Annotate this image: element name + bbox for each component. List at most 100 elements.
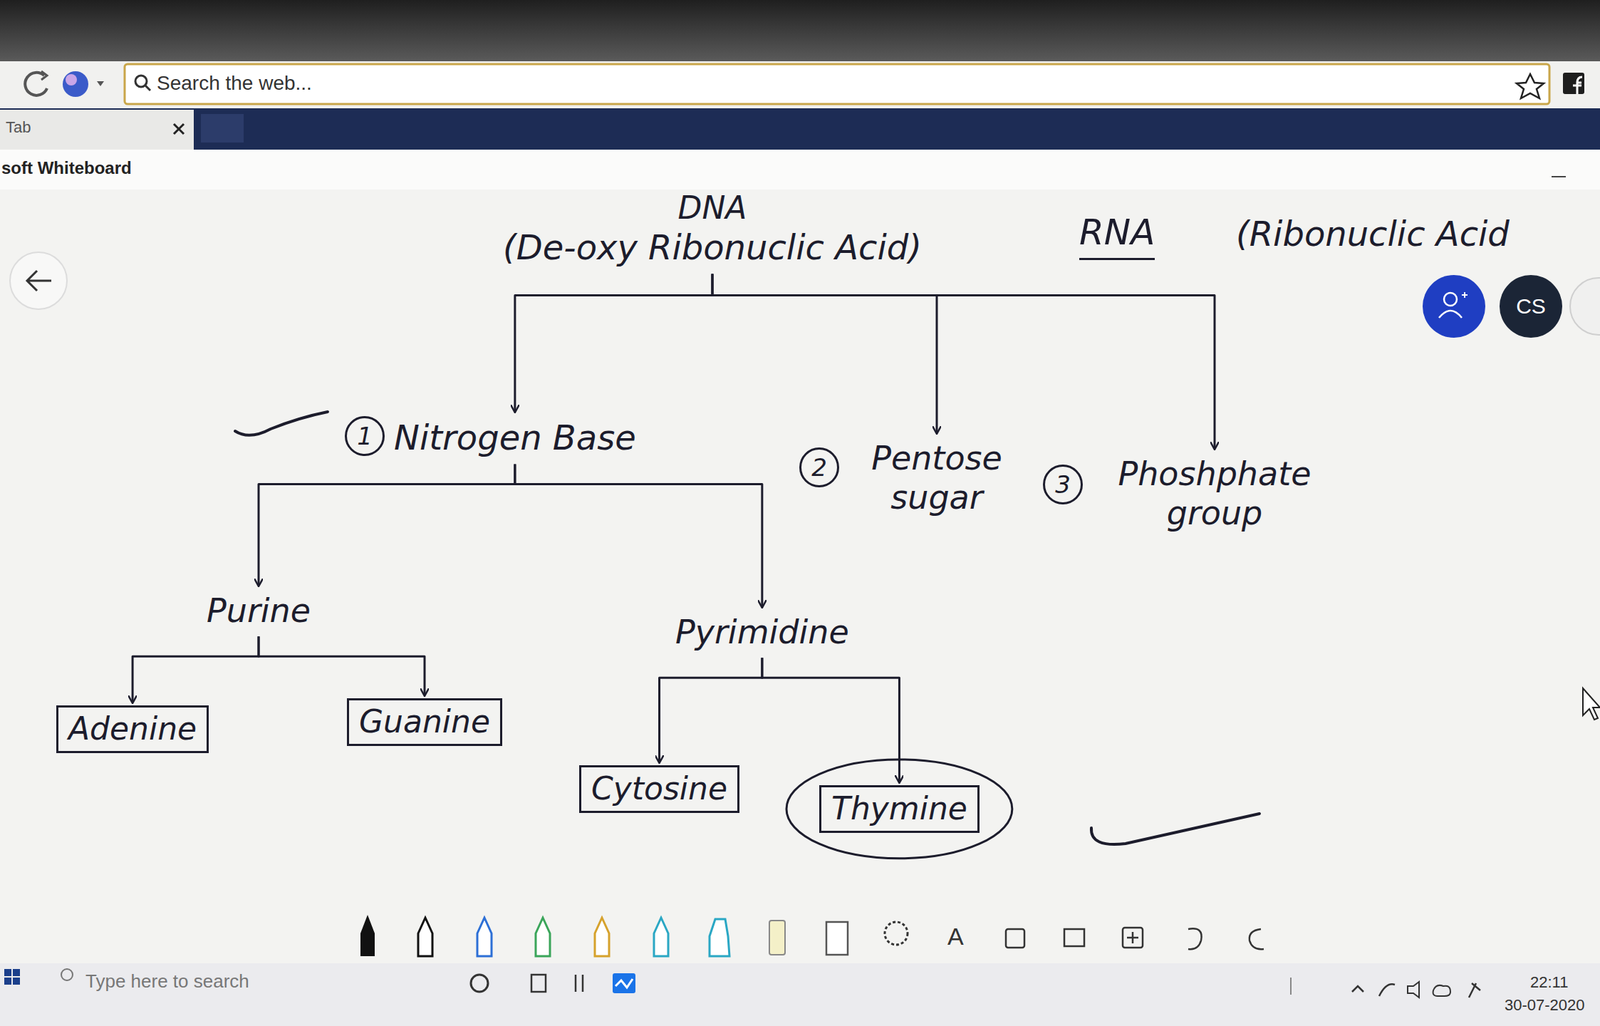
dropdown-icon: [96, 81, 105, 87]
root-node: DNA(De-oxy Ribonuclic Acid): [427, 186, 998, 271]
undo-icon: [1188, 928, 1202, 949]
tree-connector: [258, 464, 516, 586]
taskbar-search: Type here to search: [85, 970, 250, 993]
tree-connector: [659, 657, 763, 763]
tree-connector: [515, 464, 763, 607]
node-text: (De-oxy Ribonuclic Acid): [433, 227, 992, 269]
tree-connector: [762, 657, 900, 783]
browser-logo: [65, 74, 77, 86]
tab-strip: [0, 108, 1600, 150]
taskbar-divider: [1290, 977, 1292, 995]
pen-tool: [594, 917, 610, 957]
minimize-icon: [1551, 175, 1566, 178]
shape-tool: [1005, 928, 1025, 948]
person-icon: [1439, 310, 1462, 318]
pen-toolbar: [360, 914, 1264, 957]
windows-logo: [4, 968, 20, 985]
cut-avatar: [1570, 277, 1600, 335]
search-icon: [135, 75, 147, 87]
tree-connector: [712, 273, 1215, 449]
taskbar-icon: [575, 974, 583, 992]
back-button: [9, 252, 67, 310]
whiteboard-app-icon: [615, 978, 633, 988]
callout-number: 1: [344, 416, 385, 456]
back-arrow: [27, 270, 52, 291]
base-box: Cytosine: [579, 765, 740, 813]
check-mark: [235, 411, 328, 436]
plus-icon: [1461, 292, 1468, 298]
component-node: Pentose sugar: [847, 435, 1026, 521]
reload-icon: [24, 72, 48, 96]
callout-number: 3: [1042, 464, 1083, 505]
task-view-icon: [531, 974, 546, 992]
tray-icon: [1352, 985, 1364, 992]
windows-logo: [4, 977, 12, 985]
pen-tool: [360, 914, 375, 957]
base-box: Adenine: [56, 705, 209, 753]
search-icon: [61, 968, 73, 981]
app-title-bar: [0, 149, 1600, 190]
app-title: soft Whiteboard: [1, 158, 132, 179]
node-heading: DNA: [433, 189, 992, 228]
search-icon: [145, 85, 151, 91]
category-node: Purine: [200, 588, 317, 634]
wifi-icon: [1379, 983, 1395, 996]
node-text: Cytosine: [591, 770, 728, 808]
clock-date: 30-07-2020: [1504, 995, 1586, 1015]
node-text: Thymine: [831, 790, 968, 828]
image-tool: [1064, 928, 1085, 947]
base-box: Thymine: [819, 785, 980, 833]
highlighter-tool: [709, 918, 730, 957]
windows-logo: [12, 977, 20, 985]
browser-tab: [200, 113, 244, 143]
whiteboard-canvas: [0, 189, 1600, 964]
person-icon: [1443, 292, 1457, 306]
node-text: Adenine: [68, 710, 197, 748]
taskbar: [0, 963, 1600, 1026]
category-node: Pyrimidine: [669, 609, 855, 655]
reload-icon: [41, 71, 48, 80]
check-mark: [1091, 813, 1260, 845]
node-text: Nitrogen Base: [393, 417, 637, 459]
eraser-tool: [769, 920, 786, 955]
browser-tab: [0, 109, 194, 150]
heading-label: RNA: [1079, 210, 1155, 261]
node-text: Pyrimidine: [675, 612, 850, 652]
tree-connector: [712, 273, 937, 434]
star-icon: [1516, 74, 1544, 99]
clock-time: 22:11: [1530, 973, 1568, 992]
whiteboard-app-icon: [612, 973, 636, 994]
component-node: Nitrogen Base: [388, 414, 642, 462]
node-text: Purine: [206, 591, 311, 631]
tree-connector: [258, 636, 425, 696]
cloud-icon: [1433, 985, 1451, 996]
screen-bezel: [0, 0, 1600, 62]
node-text: Pentose sugar: [853, 438, 1021, 518]
tree-connector: [132, 636, 259, 703]
ruler-tool: [826, 921, 848, 955]
heading-label: (Ribonuclic Acid: [1235, 213, 1510, 256]
mouse-pointer: [1582, 688, 1600, 720]
user-avatar: CS: [1499, 274, 1563, 338]
browser-logo: [62, 71, 89, 97]
tray-icon: [1468, 983, 1481, 998]
node-text: Guanine: [359, 703, 491, 741]
close-tab-icon: [173, 123, 184, 134]
pen-tool: [477, 917, 492, 957]
facebook-icon: [1572, 76, 1583, 95]
text-tool: A: [947, 921, 964, 952]
redo-icon: [1249, 928, 1264, 949]
volume-icon: [1407, 981, 1420, 998]
pen-tool: [653, 917, 669, 957]
search-box: [124, 64, 1550, 105]
cortana-icon: [470, 974, 488, 992]
node-text: Phoshphate group: [1102, 454, 1327, 533]
tree-connector: [515, 273, 713, 412]
base-box: Guanine: [346, 698, 503, 746]
windows-logo: [12, 968, 20, 976]
pen-tool: [418, 917, 433, 957]
windows-logo: [4, 968, 12, 976]
